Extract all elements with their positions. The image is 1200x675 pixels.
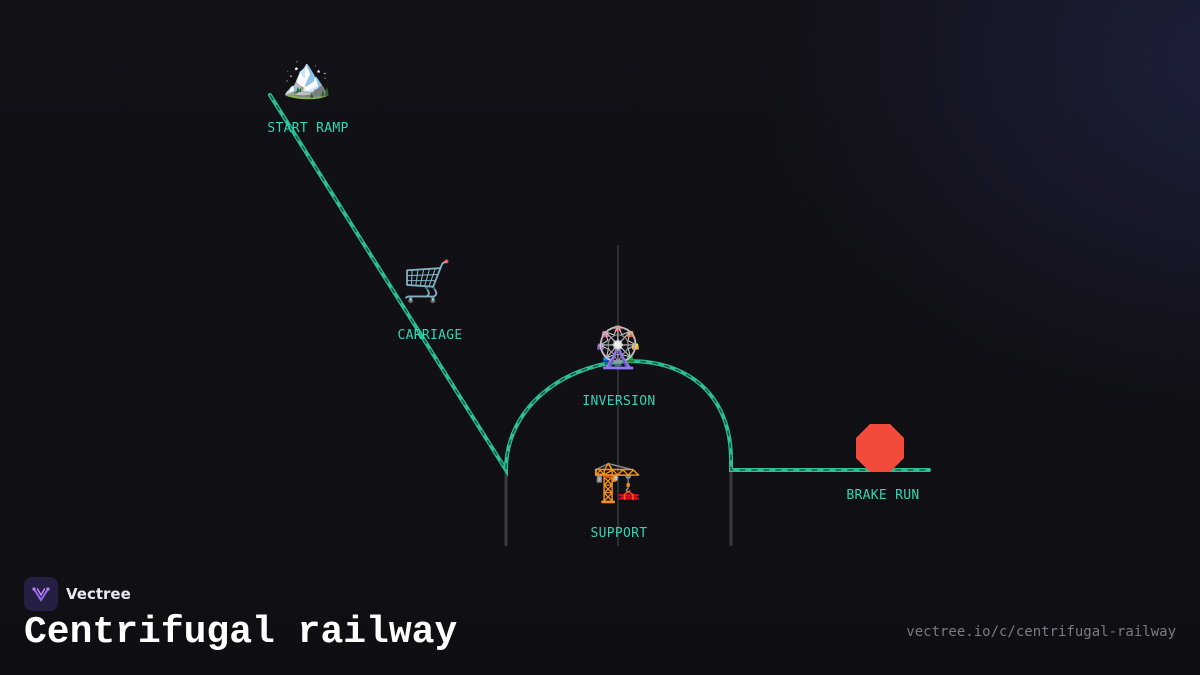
page-url[interactable]: vectree.io/c/centrifugal-railway [906, 624, 1176, 640]
node-label-start-ramp: START RAMP [267, 121, 348, 136]
node-carriage: 🛒 CARRIAGE [397, 258, 462, 343]
ferris-wheel-icon: 🎡 [593, 324, 643, 370]
node-inversion: 🎡 INVERSION [582, 324, 655, 409]
node-label-carriage: CARRIAGE [397, 328, 462, 343]
track-dash-path [269, 94, 929, 473]
brand-name: Vectree [66, 585, 131, 603]
page-title: Centrifugal railway [24, 611, 458, 654]
node-start-ramp: 🏔️ START RAMP [267, 55, 348, 136]
vectree-logo-icon [24, 577, 58, 611]
track-path [268, 93, 931, 477]
mountain-icon: 🏔️ [282, 55, 332, 100]
node-label-inversion: INVERSION [582, 394, 655, 409]
stop-sign-icon [856, 424, 904, 472]
brand: Vectree [24, 577, 131, 611]
node-support: 🏗️ SUPPORT [591, 459, 648, 541]
shopping-cart-icon: 🛒 [402, 258, 452, 304]
node-label-support: SUPPORT [591, 526, 648, 541]
construction-crane-icon: 🏗️ [592, 459, 642, 504]
node-brake-run: BRAKE RUN [846, 424, 919, 503]
railway-track [268, 93, 931, 477]
node-label-brake-run: BRAKE RUN [846, 488, 919, 503]
